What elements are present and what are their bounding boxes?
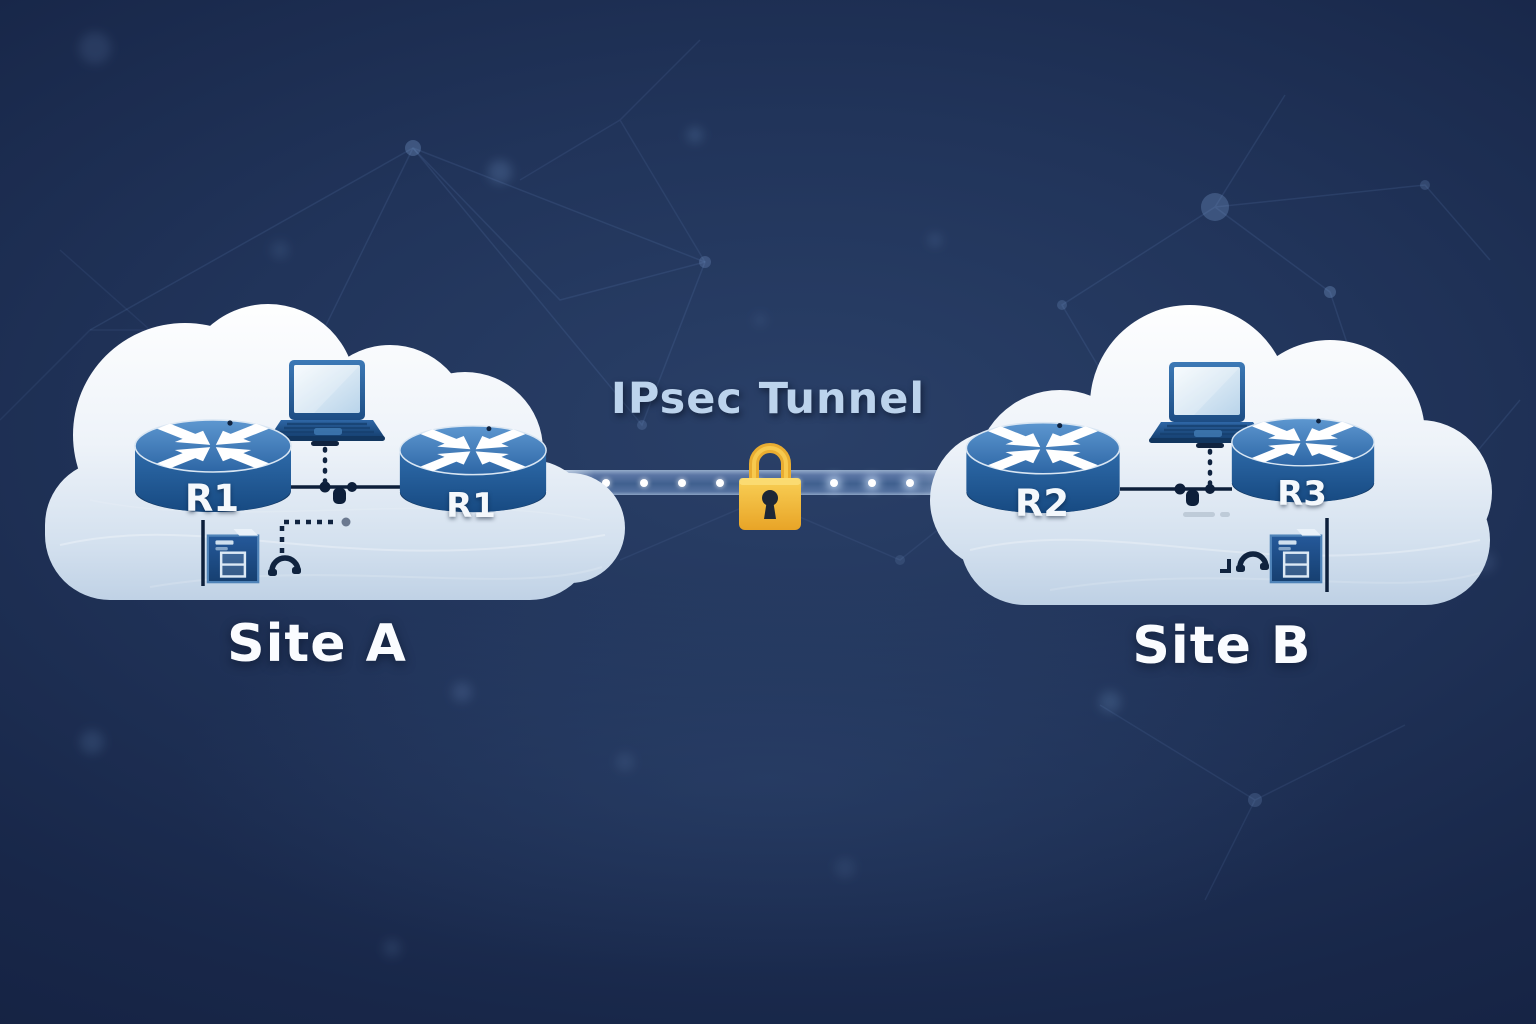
link-tap-tick — [333, 488, 346, 504]
site-a-cloud-group — [45, 304, 625, 600]
tunnel-dot — [868, 478, 876, 487]
router-label-r1-right: R1 — [446, 486, 496, 526]
tunnel-dot — [678, 478, 686, 487]
document-server-icon — [206, 528, 260, 584]
site-b-links — [1120, 443, 1329, 592]
tunnel-dot — [830, 478, 838, 487]
site-a-links — [201, 441, 408, 586]
tunnel-dot — [602, 478, 610, 487]
router-label-r3: R3 — [1277, 474, 1327, 514]
router-label-r2: R2 — [1014, 482, 1070, 525]
dotted-l-path — [279, 519, 336, 553]
router-label-r1-left: R1 — [184, 477, 240, 520]
tunnel-title: IPsec Tunnel — [610, 374, 926, 424]
site-b-label: Site B — [1132, 616, 1312, 676]
site-a-label: Site A — [227, 614, 407, 674]
link-tap-tick — [1186, 490, 1199, 506]
site-b-cloud-group — [930, 305, 1492, 605]
tunnel-dot — [716, 478, 724, 487]
tunnel-dot — [640, 478, 648, 487]
tunnel-dot — [906, 478, 914, 487]
document-server-icon — [1269, 528, 1323, 584]
padlock-icon — [739, 443, 801, 530]
